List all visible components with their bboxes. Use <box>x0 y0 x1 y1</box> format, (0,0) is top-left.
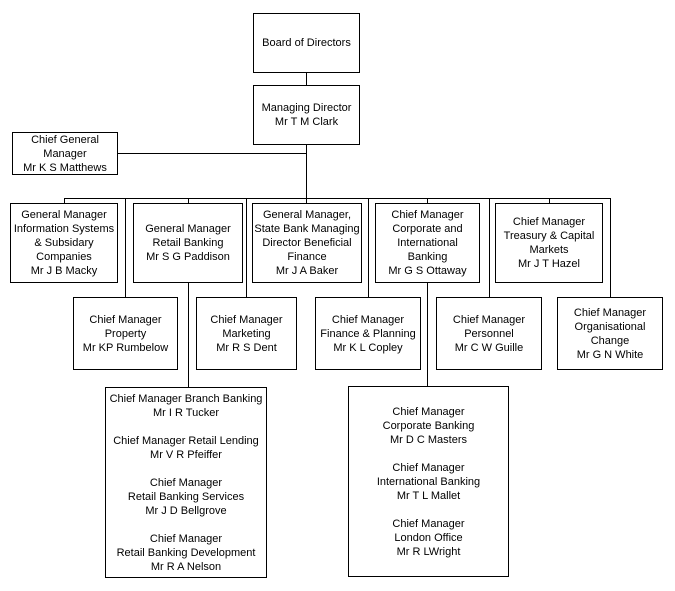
org-node-cm-organisational-change: Chief Manager Organisational Change Mr G… <box>557 297 663 370</box>
org-node-gm-retail-banking: General Manager Retail Banking Mr S G Pa… <box>133 203 243 283</box>
connector-retail-to-group <box>188 283 189 387</box>
org-node-managing-director: Managing Director Mr T M Clark <box>253 85 360 145</box>
org-node-managing-director-label: Managing Director Mr T M Clark <box>261 102 352 128</box>
org-node-board-of-directors: Board of Directors <box>253 13 360 73</box>
org-node-cm-corporate-international-label: Chief Manager Corporate and Internationa… <box>388 209 467 277</box>
org-node-gm-state-bank-label: General Manager, State Bank Managing Dir… <box>254 209 360 277</box>
org-node-cm-corporate-international: Chief Manager Corporate and Internationa… <box>375 203 480 283</box>
org-node-board-of-directors-label: Board of Directors <box>262 37 351 49</box>
connector-bus-to-gm-retail <box>188 198 189 204</box>
connector-bus-to-gm-info <box>64 198 65 204</box>
org-node-cm-marketing-label: Chief Manager Marketing Mr R S Dent <box>210 313 283 354</box>
connector-md-to-bus <box>306 145 307 198</box>
org-node-gm-information-systems-label: General Manager Information Systems & Su… <box>13 209 115 277</box>
org-node-cm-treasury: Chief Manager Treasury & Capital Markets… <box>495 203 603 283</box>
org-node-cm-organisational-change-label: Chief Manager Organisational Change Mr G… <box>573 306 647 361</box>
org-node-cm-treasury-label: Chief Manager Treasury & Capital Markets… <box>503 216 595 270</box>
connector-cgm-branch <box>118 153 307 154</box>
org-node-corporate-banking-group: Chief Manager Corporate Banking Mr D C M… <box>348 386 509 577</box>
org-node-corporate-banking-group-label: Chief Manager Corporate Banking Mr D C M… <box>376 405 481 558</box>
org-node-retail-banking-group-label: Chief Manager Branch Banking Mr I R Tuck… <box>109 392 263 573</box>
org-node-chief-general-manager: Chief General Manager Mr K S Matthews <box>12 132 118 175</box>
org-node-cm-finance-planning-label: Chief Manager Finance & Planning Mr K L … <box>320 313 416 354</box>
connector-bus-to-cm-personnel <box>489 198 490 298</box>
connector-bus-to-cm-finance <box>368 198 369 298</box>
connector-bus-to-cm-property <box>125 198 126 298</box>
connector-bus-to-gm-statebank <box>306 198 307 204</box>
org-node-cm-property: Chief Manager Property Mr KP Rumbelow <box>73 297 178 370</box>
org-node-chief-general-manager-label: Chief General Manager Mr K S Matthews <box>23 133 107 174</box>
connector-bus-to-cm-corp-intl <box>427 198 428 204</box>
org-node-gm-retail-banking-label: General Manager Retail Banking Mr S G Pa… <box>145 223 231 263</box>
org-node-cm-marketing: Chief Manager Marketing Mr R S Dent <box>196 297 297 370</box>
connector-board-to-md <box>306 73 307 85</box>
connector-bus-to-cm-treasury <box>549 198 550 204</box>
org-node-gm-state-bank: General Manager, State Bank Managing Dir… <box>252 203 362 283</box>
org-node-cm-personnel: Chief Manager Personnel Mr C W Guille <box>436 297 542 370</box>
connector-corp-to-group <box>427 283 428 387</box>
org-node-gm-information-systems: General Manager Information Systems & Su… <box>10 203 118 283</box>
connector-main-bus <box>64 198 611 199</box>
org-node-cm-personnel-label: Chief Manager Personnel Mr C W Guille <box>452 313 526 354</box>
connector-bus-to-cm-marketing <box>246 198 247 298</box>
connector-bus-to-cm-orgchange <box>610 198 611 298</box>
org-node-cm-finance-planning: Chief Manager Finance & Planning Mr K L … <box>315 297 421 370</box>
org-node-cm-property-label: Chief Manager Property Mr KP Rumbelow <box>82 313 169 354</box>
org-node-retail-banking-group: Chief Manager Branch Banking Mr I R Tuck… <box>105 387 267 578</box>
